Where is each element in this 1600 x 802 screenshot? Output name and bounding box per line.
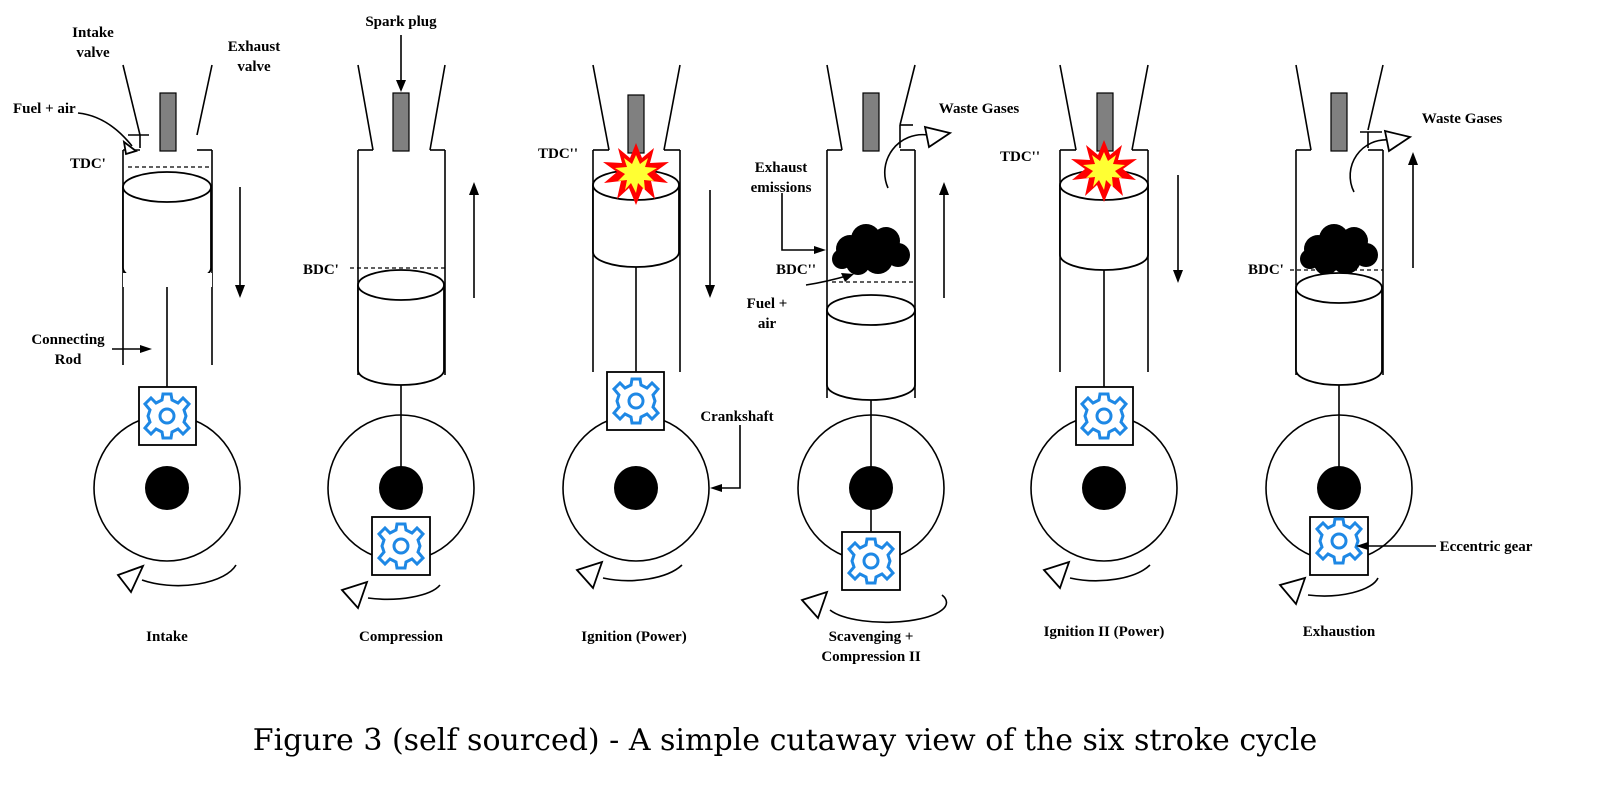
figure-caption: Figure 3 (self sourced) - A simple cutaw… bbox=[253, 723, 1317, 758]
crank-pin bbox=[379, 466, 423, 510]
intake-valve-label-2: valve bbox=[76, 45, 110, 61]
crank-pin bbox=[1082, 466, 1126, 510]
bdc-prime-label-2: BDC' bbox=[1248, 262, 1284, 278]
tdc-double-label: TDC'' bbox=[538, 146, 578, 162]
stroke-ignition-ii bbox=[1030, 64, 1183, 590]
stroke-title-scavenging-2: Compression II bbox=[821, 649, 920, 665]
stroke-compression bbox=[327, 35, 479, 610]
exhaust-emissions-label-1: Exhaust bbox=[755, 160, 808, 176]
bdc-prime-label: BDC' bbox=[303, 262, 339, 278]
connecting-rod-label-1: Connecting bbox=[31, 332, 105, 348]
fuel-air-2-label-1: Fuel + bbox=[747, 296, 788, 312]
intake-valve-label-1: Intake bbox=[72, 25, 114, 41]
fuel-air-label: Fuel + air bbox=[13, 101, 76, 117]
stroke-ignition bbox=[562, 64, 741, 590]
exhaust-valve-label-1: Exhaust bbox=[228, 39, 281, 55]
crank-pin bbox=[849, 466, 893, 510]
stroke-title-exhaustion: Exhaustion bbox=[1303, 624, 1376, 640]
waste-gases-label-2: Waste Gases bbox=[1422, 111, 1503, 127]
exhaust-cloud-icon bbox=[832, 224, 910, 275]
crank-pin bbox=[145, 466, 189, 510]
connecting-rod-label-2: Rod bbox=[55, 352, 82, 368]
fuel-air-2-label-2: air bbox=[758, 316, 777, 332]
eccentric-gear-label: Eccentric gear bbox=[1440, 539, 1533, 555]
tdc-double-label-2: TDC'' bbox=[1000, 149, 1040, 165]
crank-pin bbox=[614, 466, 658, 510]
exhaust-cloud-icon bbox=[1300, 224, 1378, 275]
stroke-scavenging bbox=[781, 64, 953, 624]
crankshaft-label: Crankshaft bbox=[700, 409, 773, 425]
stroke-title-ignition-ii: Ignition II (Power) bbox=[1044, 624, 1165, 640]
bdc-double-label: BDC'' bbox=[776, 262, 816, 278]
stroke-title-intake: Intake bbox=[146, 629, 188, 645]
stroke-title-ignition: Ignition (Power) bbox=[581, 629, 686, 645]
crank-pin bbox=[1317, 466, 1361, 510]
exhaust-emissions-label-2: emissions bbox=[751, 180, 812, 196]
spark-plug-label: Spark plug bbox=[365, 14, 437, 30]
tdc-prime-label: TDC' bbox=[70, 156, 106, 172]
stroke-title-scavenging-1: Scavenging + bbox=[829, 629, 914, 645]
stroke-intake bbox=[93, 64, 245, 594]
label-pointers bbox=[77, 112, 152, 353]
waste-gases-label-1: Waste Gases bbox=[939, 101, 1020, 117]
stroke-exhaustion bbox=[1265, 64, 1436, 606]
stroke-title-compression: Compression bbox=[359, 629, 444, 645]
exhaust-valve-label-2: valve bbox=[237, 59, 271, 75]
